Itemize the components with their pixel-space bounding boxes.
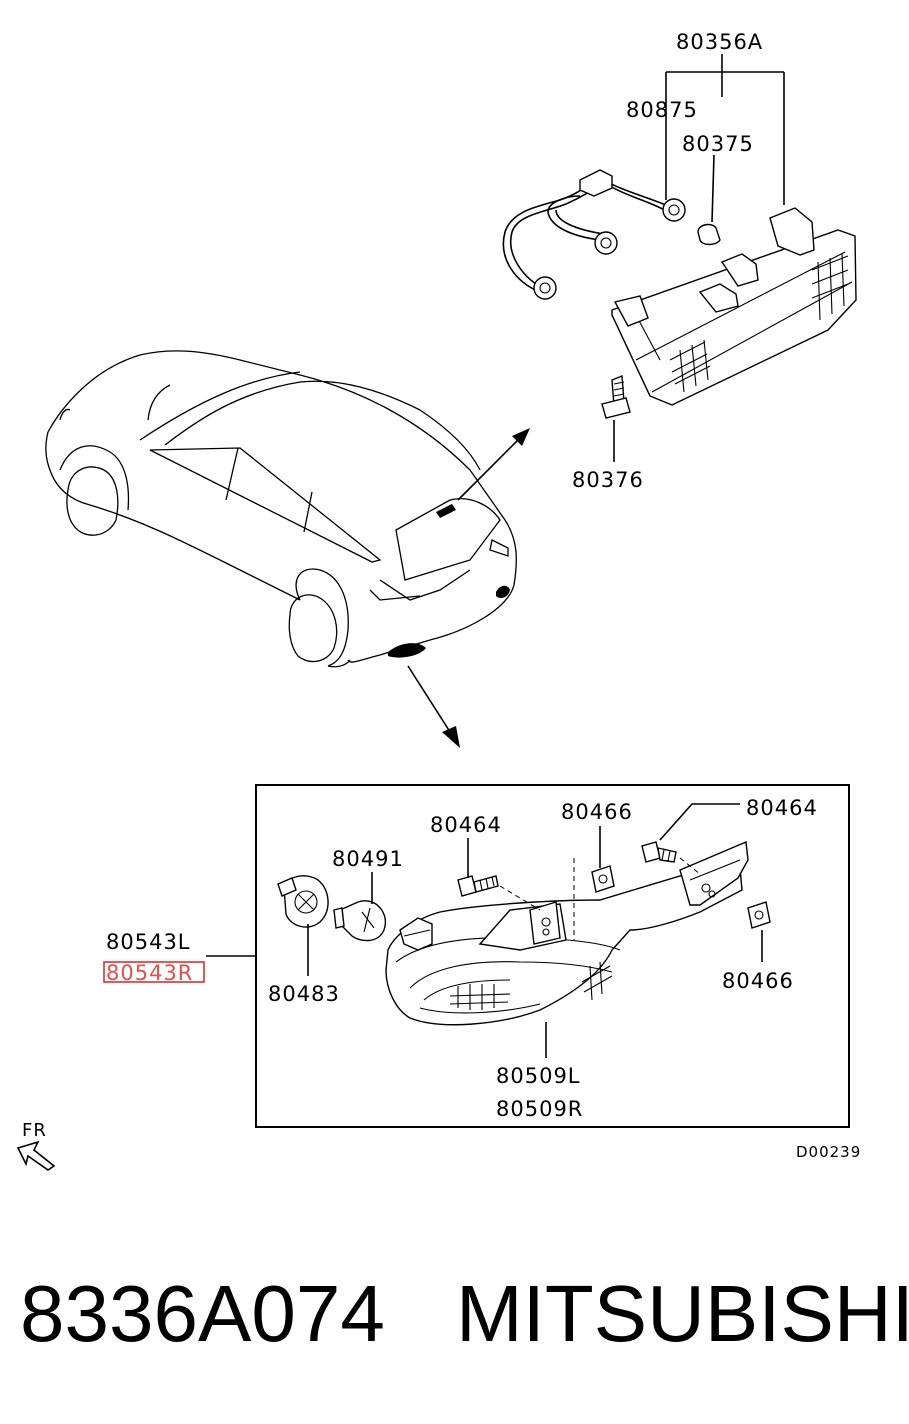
vehicle-outline [45, 350, 517, 668]
brand-name: MITSUBISHI [456, 1269, 909, 1358]
clip-80466-top [591, 865, 615, 893]
alignment-lines [499, 857, 701, 940]
front-direction-arrow-icon [16, 1140, 56, 1171]
selected-part-highlight [103, 961, 205, 983]
label-80466-right: 80466 [722, 969, 794, 993]
callout-arrows [407, 428, 530, 748]
label-80483: 80483 [268, 982, 340, 1006]
label-80356A: 80356A [676, 30, 763, 54]
label-80464-right: 80464 [746, 796, 818, 820]
label-80376: 80376 [572, 468, 644, 492]
clip-80466-right [747, 901, 771, 929]
screw-80464-left [457, 875, 499, 897]
label-80543R[interactable]: 80543R [106, 961, 193, 985]
lower-leaders [206, 803, 763, 1058]
label-80509L: 80509L [496, 1064, 581, 1088]
part-number: 8336A074 [20, 1269, 385, 1358]
screw-80464-right [641, 841, 677, 863]
rear-fog-lamp [385, 840, 749, 1026]
diagram-code: D00239 [796, 1143, 861, 1161]
top-leaders [613, 54, 785, 462]
label-80466-top: 80466 [561, 800, 633, 824]
label-80875: 80875 [626, 98, 698, 122]
label-80375: 80375 [682, 132, 754, 156]
label-80464-left: 80464 [430, 813, 502, 837]
label-80543L: 80543L [106, 930, 191, 954]
label-80509R: 80509R [496, 1097, 583, 1121]
label-80491: 80491 [332, 847, 404, 871]
label-fr: FR [22, 1120, 47, 1141]
footer: 8336A074 MITSUBISHI [0, 1268, 909, 1368]
socket-80483 [277, 875, 329, 928]
bulb-80491 [333, 900, 387, 942]
high-mount-stop-lamp [502, 169, 857, 419]
